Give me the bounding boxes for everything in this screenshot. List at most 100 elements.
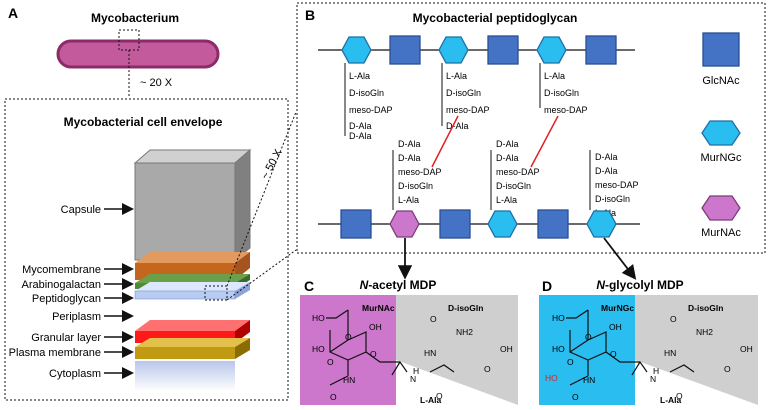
atom-label: O bbox=[484, 364, 491, 374]
zoom-50x-label: ~ 50 X bbox=[259, 147, 285, 182]
label-mycomembrane: Mycomembrane bbox=[22, 264, 101, 276]
atom-label: O bbox=[567, 357, 574, 367]
panel-a-letter: A bbox=[8, 5, 18, 21]
zoom-box-2 bbox=[204, 285, 228, 301]
atom-label: HO bbox=[312, 313, 325, 323]
stem-residue: meso-DAP bbox=[595, 180, 639, 190]
stem-residue: L-Ala bbox=[544, 71, 565, 81]
stem-residue: L-Ala bbox=[496, 195, 517, 205]
stem-residue: D-isoGln bbox=[398, 181, 433, 191]
glcnac-square bbox=[487, 35, 519, 65]
stem-residue: D-Ala bbox=[398, 153, 421, 163]
glycolyl-ho-label: HO bbox=[545, 373, 558, 383]
atom-label: OH bbox=[609, 322, 622, 332]
glcnac-square bbox=[439, 209, 471, 239]
atom-label: OH bbox=[740, 344, 753, 354]
bottom-peptide-stems: D-Ala D-Ala meso-DAP D-isoGln L-Ala D-Al… bbox=[392, 139, 639, 218]
bottom-glycan-units bbox=[340, 209, 617, 239]
ala-background-d bbox=[635, 360, 758, 405]
legend-murngc-swatch bbox=[701, 120, 741, 146]
stem-residue: meso-DAP bbox=[398, 167, 442, 177]
murnac-hexagon bbox=[389, 210, 420, 238]
murngc-hexagon bbox=[586, 210, 617, 238]
atom-label: H bbox=[653, 366, 659, 376]
sugar-label: MurNGc bbox=[601, 303, 634, 313]
mycobacterium-title: Mycobacterium bbox=[91, 11, 179, 25]
atom-label: N bbox=[650, 374, 656, 384]
murngc-hexagon bbox=[341, 36, 372, 64]
murngc-background bbox=[539, 295, 635, 405]
atom-label: HN bbox=[664, 348, 676, 358]
atom-label: OH bbox=[369, 322, 382, 332]
layer-labels: Capsule Mycomembrane Arabinogalactan Pep… bbox=[9, 203, 134, 380]
murngc-structure bbox=[566, 309, 695, 386]
panel-c-letter: C bbox=[304, 278, 314, 294]
stem-residue: D-Ala bbox=[398, 139, 421, 149]
murngc-hexagon bbox=[487, 210, 518, 238]
atom-label: O bbox=[610, 349, 617, 359]
ala-background bbox=[396, 360, 518, 405]
atom-label: H bbox=[413, 366, 419, 376]
atom-label: O bbox=[676, 391, 683, 401]
murnac-structure bbox=[326, 309, 455, 386]
stem-residue: D-Ala bbox=[496, 153, 519, 163]
peptidoglycan-frame bbox=[296, 2, 766, 254]
stem-residue: D-Ala bbox=[446, 121, 469, 131]
atom-label: NH2 bbox=[456, 327, 473, 337]
atom-label: O bbox=[430, 314, 437, 324]
stem-residue: L-Ala bbox=[349, 71, 370, 81]
legend: GlcNAc MurNGc MurNAc bbox=[701, 32, 742, 239]
label-cytoplasm: Cytoplasm bbox=[49, 368, 101, 380]
legend-glcnac-swatch bbox=[702, 32, 740, 67]
aa1-label: D-isoGln bbox=[448, 303, 483, 313]
panel-d-letter: D bbox=[542, 278, 552, 294]
atom-label: HO bbox=[552, 313, 565, 323]
atom-label: O bbox=[670, 314, 677, 324]
envelope-title: Mycobacterial cell envelope bbox=[64, 115, 223, 129]
stem-residue: D-Ala bbox=[595, 166, 618, 176]
label-peptidoglycan: Peptidoglycan bbox=[32, 293, 101, 305]
cross-link bbox=[530, 115, 559, 168]
stem-residue: D-isoGln bbox=[496, 181, 531, 191]
legend-glcnac-label: GlcNAc bbox=[702, 75, 740, 87]
aa1-label: D-isoGln bbox=[688, 303, 723, 313]
envelope-frame bbox=[4, 98, 289, 401]
atom-label: HN bbox=[343, 375, 355, 385]
peptidoglycan-title: Mycobacterial peptidoglycan bbox=[413, 11, 578, 25]
plasma-membrane-layer bbox=[135, 338, 250, 359]
glcnac-square bbox=[585, 35, 617, 65]
stem-residue: D-isoGln bbox=[595, 194, 630, 204]
murngc-labels: MurNGc HO OH O HO O O HN O D-isoGln NH2 … bbox=[545, 303, 753, 405]
panel-b-letter: B bbox=[305, 7, 315, 23]
stem-residue: D-isoGln bbox=[349, 88, 384, 98]
top-peptide-stems: L-Ala D-isoGln meso-DAP D-Ala D-Ala L-Al… bbox=[344, 63, 588, 141]
label-arabinogalactan: Arabinogalactan bbox=[21, 279, 101, 291]
legend-murnac-swatch bbox=[701, 195, 741, 221]
panel-d-title: N-glycolyl MDP bbox=[596, 278, 683, 292]
label-periplasm: Periplasm bbox=[52, 311, 101, 323]
atom-label: O bbox=[724, 364, 731, 374]
cross-link bbox=[431, 115, 459, 168]
aa2-label: L-Ala bbox=[420, 395, 442, 405]
atom-label: HO bbox=[312, 344, 325, 354]
atom-label: OH bbox=[500, 344, 513, 354]
stem-residue: D-isoGln bbox=[446, 88, 481, 98]
glcnac-square bbox=[340, 209, 372, 239]
zoom-line-2a bbox=[226, 111, 297, 287]
atom-label: HO bbox=[552, 344, 565, 354]
glcnac-square bbox=[389, 35, 421, 65]
stem-residue: L-Ala bbox=[446, 71, 467, 81]
cytoplasm-region bbox=[135, 361, 235, 391]
atom-label: O bbox=[436, 391, 443, 401]
stem-residue: meso-DAP bbox=[544, 105, 588, 115]
stem-residue: meso-DAP bbox=[349, 105, 393, 115]
glcnac-square bbox=[537, 209, 569, 239]
stem-residue: D-isoGln bbox=[544, 88, 579, 98]
legend-murngc-label: MurNGc bbox=[701, 152, 742, 164]
atom-label: N bbox=[410, 374, 416, 384]
murngc-hexagon bbox=[438, 36, 469, 64]
arrow-to-d bbox=[603, 237, 637, 280]
stem-residue: meso-DAP bbox=[446, 105, 490, 115]
label-plasma-membrane: Plasma membrane bbox=[9, 347, 101, 359]
stem-residue: D-Ala bbox=[349, 131, 372, 141]
